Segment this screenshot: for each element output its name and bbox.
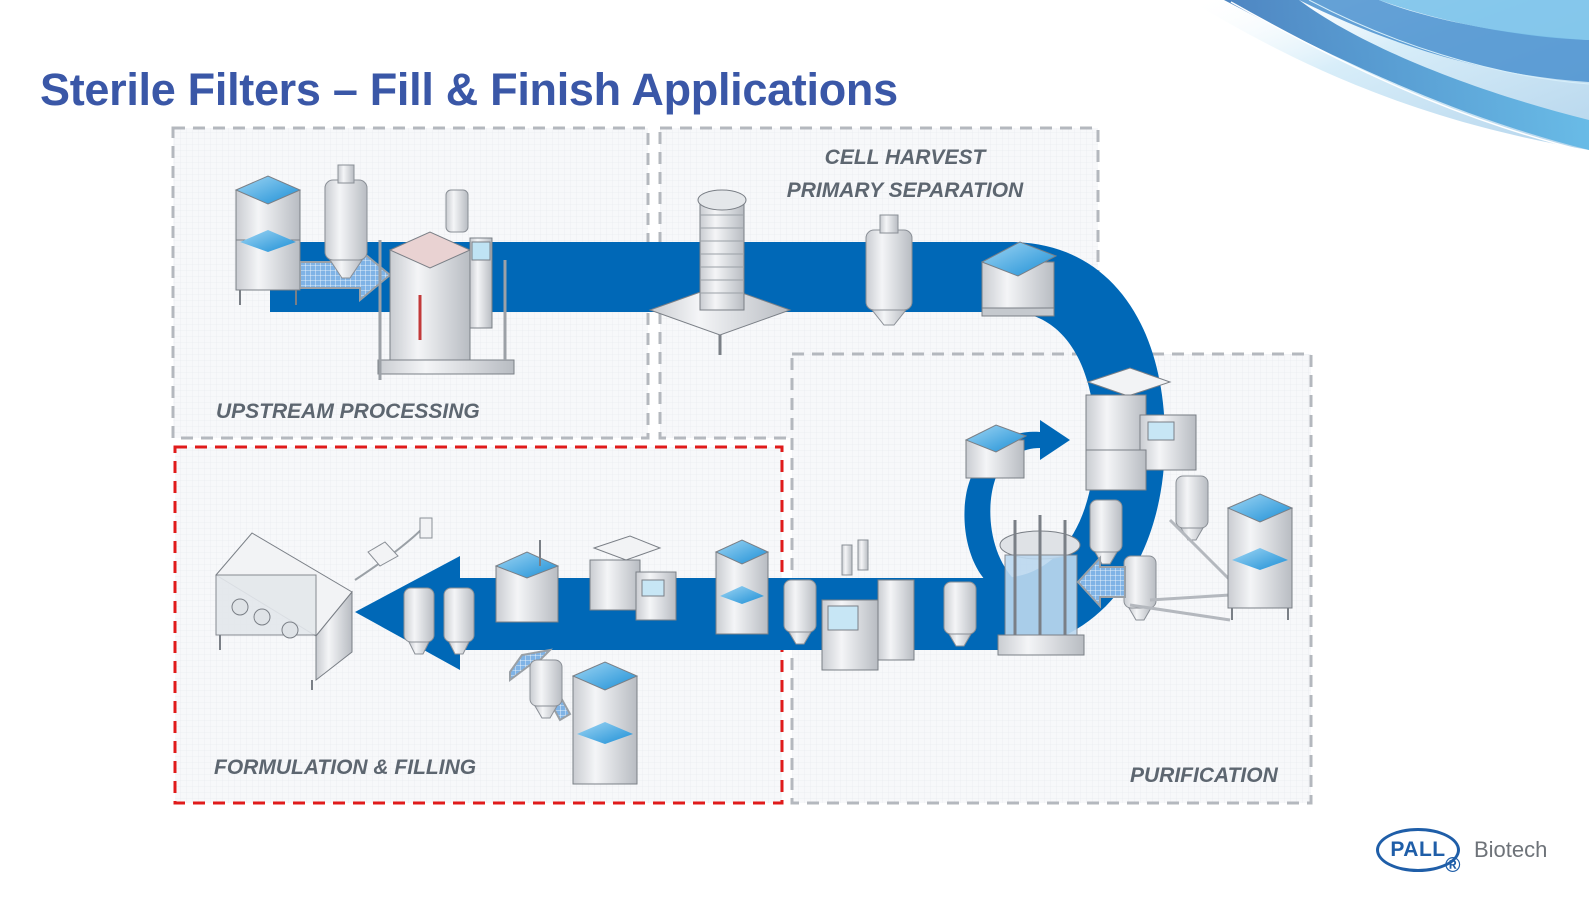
slide-title: Sterile Filters – Fill & Finish Applicat…: [40, 64, 898, 116]
capsule-filter-icon: [324, 164, 368, 279]
capsule-filter-icon: [443, 587, 475, 655]
pall-biotech-logo: PALL ® Biotech: [1376, 828, 1548, 877]
capsule-filter-icon: [865, 214, 913, 326]
filling-isolator-icon: [215, 532, 353, 690]
stacked-bag-container-icon: [234, 175, 302, 305]
capsule-filter-icon: [403, 587, 435, 655]
stacked-bag-container-icon: [714, 539, 770, 635]
zone-label-harvest: CELL HARVEST PRIMARY SEPARATION: [760, 141, 1050, 207]
chromatography-column-icon: [997, 515, 1085, 656]
pall-logo-division: Biotech: [1474, 837, 1548, 862]
zone-label-harvest-line-1: CELL HARVEST: [824, 146, 986, 169]
chromatography-system-icon: [821, 539, 915, 671]
tff-system-icon: [589, 535, 677, 621]
zone-label-formulation: FORMULATION & FILLING: [214, 756, 477, 779]
capsule-filter-icon: [1175, 475, 1209, 541]
single-use-bag-assembly-icon: [354, 517, 433, 581]
stacked-bag-container-icon: [571, 661, 639, 785]
capsule-filter-icon: [529, 659, 563, 719]
stacked-bag-container-icon: [1226, 493, 1294, 620]
mixer-icon: [494, 540, 560, 623]
zone-label-upstream: UPSTREAM PROCESSING: [216, 400, 480, 423]
tff-system-icon: [1085, 367, 1197, 491]
transfer-arrow-icon: [1076, 518, 1232, 622]
bioreactor-icon: [377, 189, 515, 380]
zone-label-purification: PURIFICATION: [1130, 764, 1278, 787]
pall-logo-brand: PALL: [1390, 838, 1446, 861]
pall-logo-oval: PALL ®: [1376, 828, 1461, 877]
registered-mark: ®: [1445, 854, 1461, 877]
bag-tote-icon: [980, 241, 1058, 317]
decorative-swoosh: [1189, 0, 1589, 153]
capsule-filter-icon: [1089, 499, 1123, 565]
capsule-filter-icon: [783, 579, 817, 645]
zone-label-harvest-line-2: PRIMARY SEPARATION: [786, 179, 1024, 202]
capsule-filter-icon: [943, 581, 977, 647]
bag-tote-icon: [964, 424, 1028, 479]
depth-filter-stack-icon: [648, 189, 792, 355]
